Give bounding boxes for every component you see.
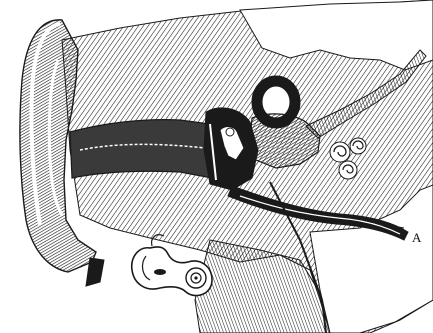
ossicle-head xyxy=(226,128,234,136)
label-a: A xyxy=(412,230,422,245)
semicircular-canal-lumen xyxy=(262,86,290,118)
ear-canal xyxy=(70,120,212,178)
